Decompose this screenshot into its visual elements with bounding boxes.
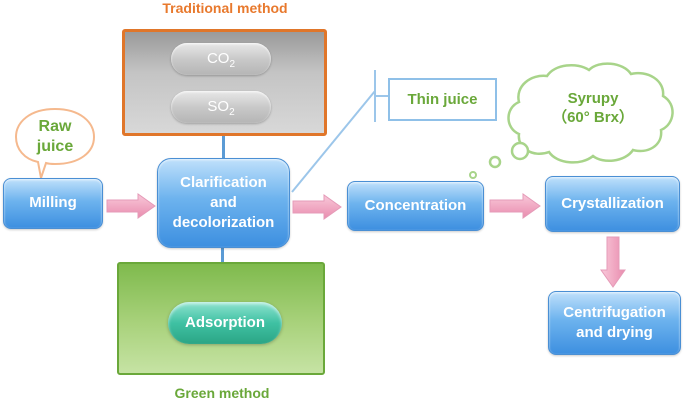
concentration-box: Concentration	[347, 181, 484, 231]
clarification-label: Clarification and decolorization	[173, 173, 275, 234]
arrow-clarification-to-concentration-icon	[292, 194, 342, 220]
green-method-caption: Green method	[174, 385, 270, 401]
co2-pill: CO2	[171, 43, 271, 75]
centrifugation-box: Centrifugation and drying	[548, 291, 681, 355]
milling-box: Milling	[3, 178, 103, 229]
co2-subscript: 2	[229, 59, 236, 70]
thin-juice-box: Thin juice	[388, 78, 497, 121]
arrow-milling-to-clarification-icon	[106, 193, 156, 219]
green-connector	[221, 247, 224, 263]
syrupy-line2: （60° Brx）	[552, 108, 634, 126]
clarification-line1: Clarification	[180, 173, 267, 191]
adsorption-pill: Adsorption	[168, 302, 282, 344]
centrifugation-line1: Centrifugation	[563, 303, 666, 321]
centrifugation-label: Centrifugation and drying	[563, 303, 666, 344]
syrupy-thought-cloud	[469, 62, 674, 179]
centrifugation-line2: and drying	[576, 324, 653, 341]
so2-pill: SO2	[171, 91, 271, 123]
traditional-connector	[222, 136, 225, 159]
raw-juice-line2: juice	[36, 138, 74, 155]
so2-label: SO	[207, 98, 230, 115]
arrow-crystallization-to-centrifugation-icon	[600, 236, 626, 288]
syrupy-label: Syrupy （60° Brx）	[518, 90, 668, 128]
clarification-line3: decolorization	[172, 214, 275, 232]
thin-juice-callout-lines	[291, 70, 388, 193]
milling-label: Milling	[29, 194, 77, 212]
raw-juice-bubble	[14, 107, 96, 182]
clarification-box: Clarification and decolorization	[157, 158, 290, 248]
raw-juice-label: Raw juice	[16, 117, 94, 157]
raw-juice-line1: Raw	[38, 118, 72, 135]
co2-label: CO	[206, 50, 230, 67]
crystallization-label: Crystallization	[561, 194, 664, 212]
clarification-line2: and	[210, 193, 237, 211]
so2-subscript: 2	[229, 107, 235, 118]
syrupy-line1: Syrupy	[567, 90, 619, 107]
crystallization-box: Crystallization	[545, 176, 680, 232]
traditional-method-caption: Traditional method	[162, 0, 288, 16]
concentration-label: Concentration	[364, 196, 467, 214]
arrow-concentration-to-crystallization-icon	[489, 193, 541, 219]
